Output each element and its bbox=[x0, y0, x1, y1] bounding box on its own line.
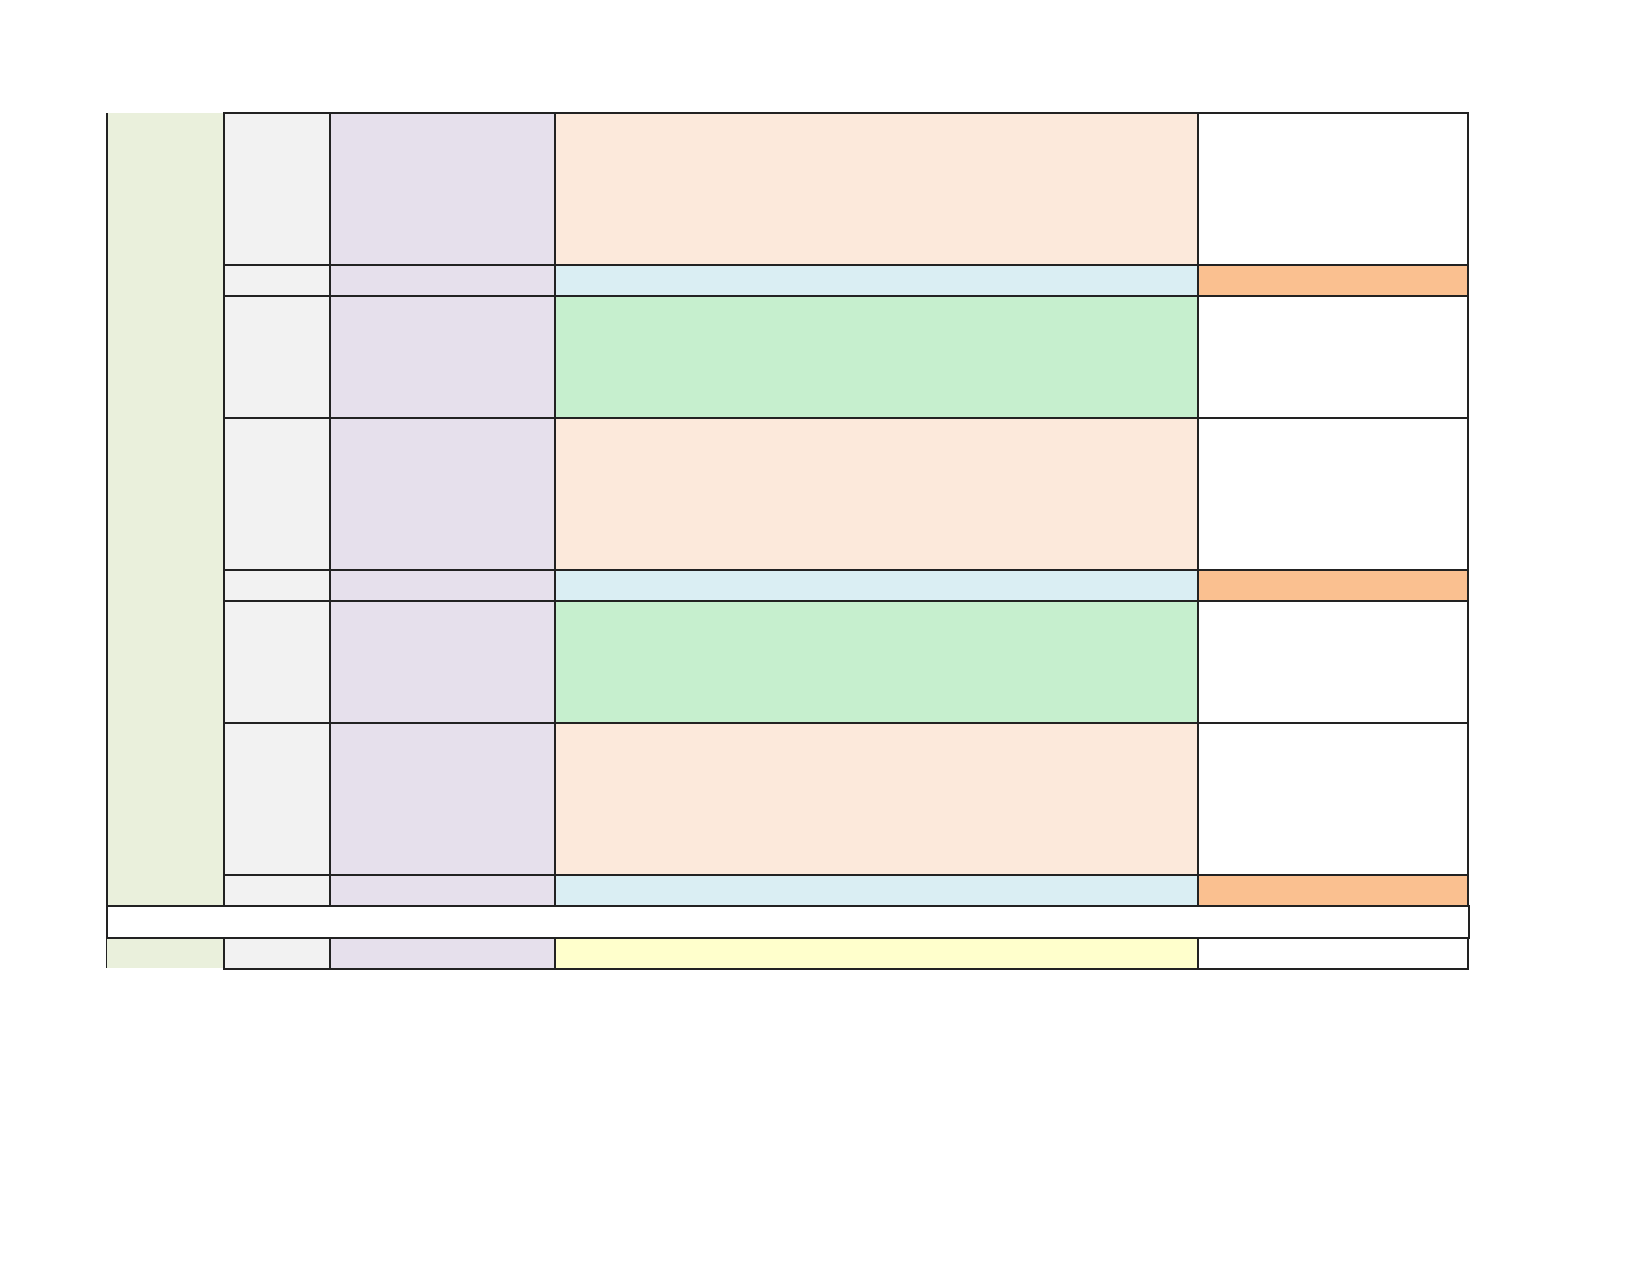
table-cell[interactable] bbox=[329, 417, 556, 571]
table-cell[interactable] bbox=[554, 722, 1199, 876]
table-cell[interactable] bbox=[554, 600, 1199, 724]
table-cell[interactable] bbox=[1197, 569, 1469, 602]
footer-group-band bbox=[107, 938, 224, 968]
table-cell[interactable] bbox=[329, 874, 556, 907]
table-cell[interactable] bbox=[1197, 112, 1469, 266]
table-cell[interactable] bbox=[223, 874, 331, 907]
table-cell[interactable] bbox=[223, 112, 331, 266]
table-cell[interactable] bbox=[554, 874, 1199, 907]
table-cell[interactable] bbox=[1197, 417, 1469, 571]
table-cell[interactable] bbox=[1197, 874, 1469, 907]
table-cell[interactable] bbox=[1197, 600, 1469, 724]
table-cell[interactable] bbox=[329, 569, 556, 602]
table-cell[interactable] bbox=[1197, 264, 1469, 297]
table-cell[interactable] bbox=[554, 937, 1199, 970]
table-cell[interactable] bbox=[329, 600, 556, 724]
table-cell[interactable] bbox=[223, 600, 331, 724]
table-cell[interactable] bbox=[223, 722, 331, 876]
table-cell[interactable] bbox=[1197, 295, 1469, 419]
table-cell[interactable] bbox=[554, 264, 1199, 297]
table-cell[interactable] bbox=[329, 722, 556, 876]
table-cell[interactable] bbox=[329, 937, 556, 970]
left-group-band bbox=[107, 113, 224, 906]
table-cell[interactable] bbox=[223, 417, 331, 571]
table-cell[interactable] bbox=[223, 264, 331, 297]
spacer-row bbox=[106, 905, 1470, 939]
left-group-border bbox=[106, 113, 108, 968]
table-cell[interactable] bbox=[554, 569, 1199, 602]
table-cell[interactable] bbox=[554, 295, 1199, 419]
table-cell[interactable] bbox=[223, 295, 331, 419]
table-cell[interactable] bbox=[223, 937, 331, 970]
table-cell[interactable] bbox=[329, 264, 556, 297]
table-cell[interactable] bbox=[329, 112, 556, 266]
table-cell[interactable] bbox=[1197, 722, 1469, 876]
table-cell[interactable] bbox=[554, 417, 1199, 571]
table-cell[interactable] bbox=[554, 112, 1199, 266]
table-cell[interactable] bbox=[329, 295, 556, 419]
table-cell[interactable] bbox=[1197, 937, 1469, 970]
table-cell[interactable] bbox=[223, 569, 331, 602]
